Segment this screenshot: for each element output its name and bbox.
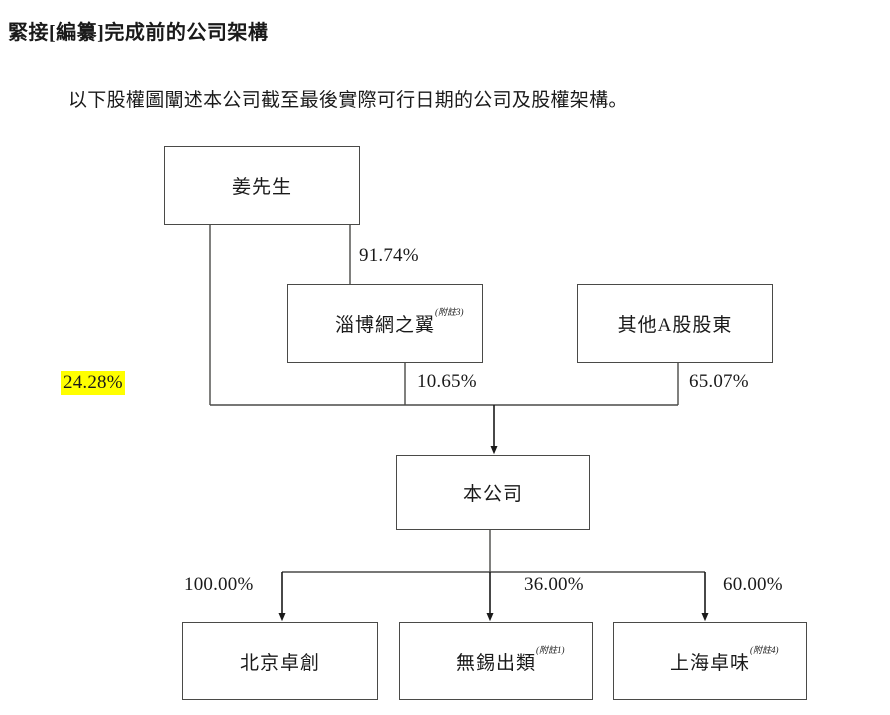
node-wuxi-chulei-label: 無錫出類 (附註1) xyxy=(455,644,565,674)
node-wuxi-chulei: 無錫出類 (附註1) xyxy=(399,622,593,700)
node-shanghai-zhuowei: 上海卓味 (附註4) xyxy=(613,622,807,700)
node-zibo-label: 淄博網之翼 (附註3) xyxy=(334,307,464,336)
node-beijing-zhuochuang: 北京卓創 xyxy=(182,622,378,700)
node-the-company-label: 本公司 xyxy=(462,484,523,505)
edge-label-company-shanghai: 60.00% xyxy=(723,574,783,595)
node-beijing-zhuochuang-label: 北京卓創 xyxy=(239,652,320,674)
edge-label-company-wuxi: 36.00% xyxy=(524,574,584,595)
edge-label-company-beijing: 100.00% xyxy=(184,574,254,595)
node-wuxi-chulei-footnote: (附註1) xyxy=(536,644,565,655)
node-shanghai-zhuowei-label: 上海卓味 (附註4) xyxy=(669,644,779,674)
node-the-company: 本公司 xyxy=(396,455,590,530)
node-other-a-shareholders: 其他A股股東 xyxy=(577,284,773,363)
edge-label-othera-company: 65.07% xyxy=(689,371,749,392)
node-shanghai-zhuowei-footnote: (附註4) xyxy=(750,644,779,655)
edge-label-zibo-company: 10.65% xyxy=(417,371,477,392)
intro-paragraph: 以下股權圖闡述本公司截至最後實際可行日期的公司及股權架構。 xyxy=(68,90,628,111)
node-zibo: 淄博網之翼 (附註3) xyxy=(287,284,483,363)
edge-label-chairman-company: 24.28% xyxy=(61,371,125,395)
edge-label-chairman-zibo: 91.74% xyxy=(359,245,419,266)
node-zibo-footnote: (附註3) xyxy=(435,307,464,317)
page-title: 緊接[編纂]完成前的公司架構 xyxy=(8,22,269,44)
node-chairman: 姜先生 xyxy=(164,146,360,225)
node-chairman-label: 姜先生 xyxy=(231,177,292,198)
node-other-a-shareholders-label: 其他A股股東 xyxy=(617,315,733,336)
